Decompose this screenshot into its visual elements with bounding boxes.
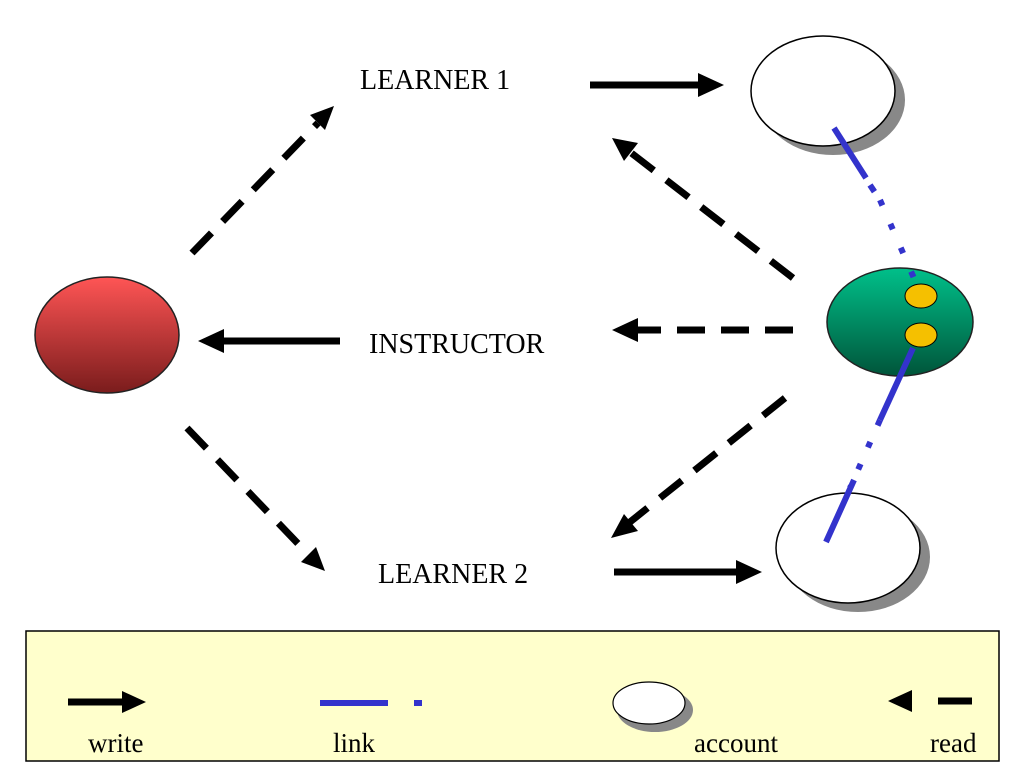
yellow-dot-bottom: [904, 322, 938, 348]
account-learner1: [750, 35, 905, 155]
red-node: [34, 276, 180, 394]
legend-read-label: read: [930, 728, 977, 758]
write-arrow-learner2: [614, 560, 762, 584]
account-learner2: [775, 492, 930, 612]
instructor-label: INSTRUCTOR: [369, 329, 545, 360]
legend-write-label: write: [88, 728, 143, 758]
legend-read-arrow-icon: [888, 690, 972, 712]
legend-link-label: link: [333, 728, 376, 758]
legend-write-arrow-icon: [68, 691, 146, 713]
link-line-bottom: [823, 346, 916, 544]
write-arrow-learner1: [590, 73, 724, 97]
yellow-dot-top: [904, 283, 938, 309]
write-arrow-instructor: [198, 329, 340, 353]
read-arrow-green-to-instructor: [612, 318, 793, 342]
read-arrow-red-to-learner2: [184, 425, 325, 571]
read-arrow-red-to-learner1: [189, 106, 334, 256]
read-arrow-green-to-learner1: [612, 138, 796, 281]
green-node: [826, 267, 974, 377]
legend-account-icon: [612, 681, 693, 732]
learner1-label: LEARNER 1: [360, 65, 510, 96]
read-arrow-green-to-learner2: [611, 395, 788, 538]
legend-account-label: account: [694, 728, 778, 758]
learner2-label: LEARNER 2: [378, 559, 528, 590]
legend-box: [25, 630, 1000, 762]
link-line-top: [831, 126, 923, 294]
